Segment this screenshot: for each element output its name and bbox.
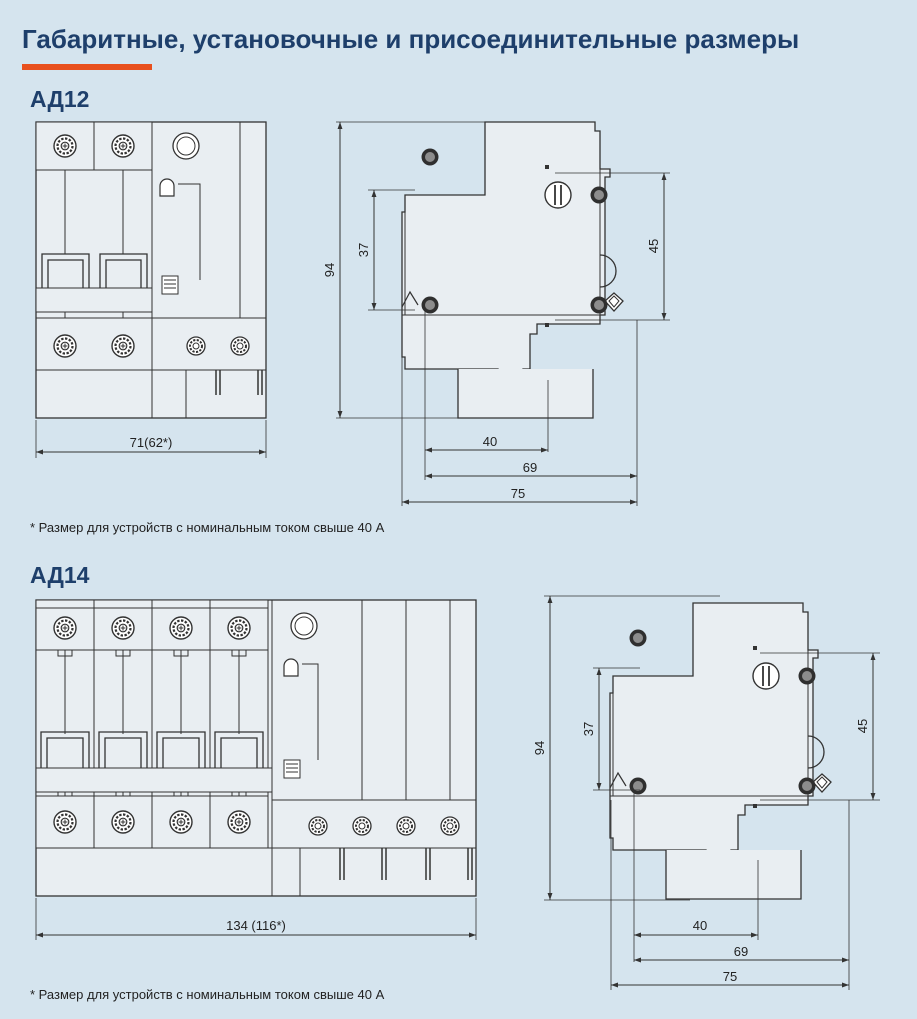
dim-75-ad14: 75 (723, 969, 737, 984)
title-underline (22, 64, 152, 70)
dim-40-ad14: 40 (693, 918, 707, 933)
model-title-ad12: АД12 (30, 86, 90, 112)
footnote-ad12: * Размер для устройств с номинальным ток… (30, 520, 385, 535)
model-title-ad14: АД14 (30, 562, 90, 588)
footnote-ad14: * Размер для устройств с номинальным ток… (30, 987, 385, 1002)
dim-69-ad14: 69 (734, 944, 748, 959)
side-dims-ad12 (336, 121, 670, 506)
side-view-ad14 (610, 603, 831, 899)
front-view-ad14 (35, 599, 477, 940)
dim-40-ad12: 40 (483, 434, 497, 449)
dim-height-ad12: 94 (322, 263, 337, 277)
dim-lever-ad14: 37 (581, 722, 596, 736)
front-view-ad12 (35, 121, 267, 458)
dim-rail-ad12: 45 (646, 239, 661, 253)
dim-rail-ad14: 45 (855, 719, 870, 733)
dim-width-ad12: 71(62*) (130, 435, 173, 450)
page-title: Габаритные, установочные и присоединител… (22, 24, 800, 54)
dim-lever-ad12: 37 (356, 243, 371, 257)
dim-75-ad12: 75 (511, 486, 525, 501)
dim-width-ad14: 134 (116*) (226, 918, 286, 933)
side-view-ad12 (402, 122, 623, 418)
dim-height-ad14: 94 (532, 741, 547, 755)
side-dims-ad14 (544, 595, 880, 990)
dim-69-ad12: 69 (523, 460, 537, 475)
